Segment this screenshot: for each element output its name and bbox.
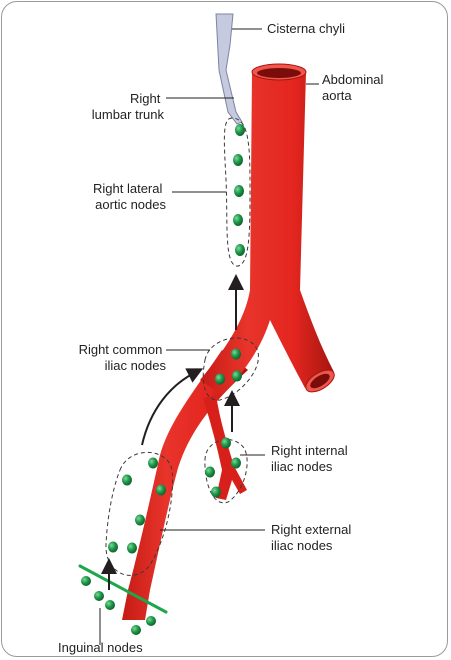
lymph-node — [108, 541, 118, 553]
label-line: aortic nodes — [95, 197, 166, 212]
cisterna-chyli — [215, 13, 243, 125]
label-line: Right lateral — [93, 181, 162, 196]
lymph-node — [156, 484, 166, 496]
label-line: aorta — [322, 88, 352, 103]
label-right-common-iliac-nodes: Right common iliac nodes — [79, 342, 167, 373]
inguinal-ligament — [78, 564, 168, 614]
external-iliac-nodes — [108, 457, 166, 554]
flow-arrow — [141, 368, 204, 446]
label-line: Abdominal — [322, 72, 384, 87]
lymph-node — [205, 466, 215, 478]
label-line: iliac nodes — [271, 538, 333, 553]
external-iliac-artery — [122, 350, 248, 620]
common-iliac-nodes-outline — [202, 337, 259, 401]
internal-iliac-nodes — [205, 437, 241, 498]
lymph-node — [235, 124, 245, 136]
lymph-node — [146, 616, 156, 626]
lymph-node — [221, 437, 231, 449]
lymph-node — [233, 214, 243, 226]
left-iliac-lumen — [310, 373, 330, 389]
lymph-node — [105, 600, 115, 610]
lymph-node — [233, 154, 243, 166]
label-right-lateral-aortic-nodes: Right lateral aortic nodes — [93, 181, 166, 212]
common-iliac-nodes — [215, 348, 242, 385]
lymph-node — [234, 185, 244, 197]
label-line: Right — [130, 91, 161, 106]
label-line: iliac nodes — [105, 358, 167, 373]
label-line: lumbar trunk — [92, 107, 165, 122]
lymph-node — [81, 576, 91, 586]
label-line: Right internal — [271, 443, 348, 458]
lymph-node — [235, 244, 245, 256]
flow-arrows — [101, 274, 244, 590]
label-abdominal-aorta: Abdominal aorta — [322, 72, 387, 103]
label-line: Right external — [271, 522, 351, 537]
label-right-lumbar-trunk: Right lumbar trunk — [92, 91, 165, 122]
lymph-node — [131, 625, 141, 635]
lateral-aortic-nodes — [233, 124, 245, 256]
lymph-node — [231, 348, 241, 360]
aorta-lumen — [257, 68, 301, 78]
lymph-node — [122, 474, 132, 486]
abdominal-aorta — [200, 72, 334, 395]
lymph-node — [232, 370, 242, 382]
lymph-node — [211, 486, 221, 498]
lymph-node — [94, 591, 104, 601]
label-inguinal-nodes: Inguinal nodes — [58, 640, 143, 655]
lymph-node — [215, 373, 225, 385]
label-line: iliac nodes — [271, 459, 333, 474]
inguinal-nodes — [81, 576, 156, 635]
lymph-node — [231, 457, 241, 469]
leader-lines — [99, 28, 319, 645]
lymph-node — [148, 457, 158, 469]
lymph-node — [135, 514, 145, 526]
lymph-node — [127, 542, 137, 554]
label-right-internal-iliac-nodes: Right internal iliac nodes — [271, 443, 351, 474]
label-cisterna-chyli: Cisterna chyli — [267, 21, 345, 36]
label-line: Right common — [79, 342, 163, 357]
label-right-external-iliac-nodes: Right external iliac nodes — [271, 522, 355, 553]
